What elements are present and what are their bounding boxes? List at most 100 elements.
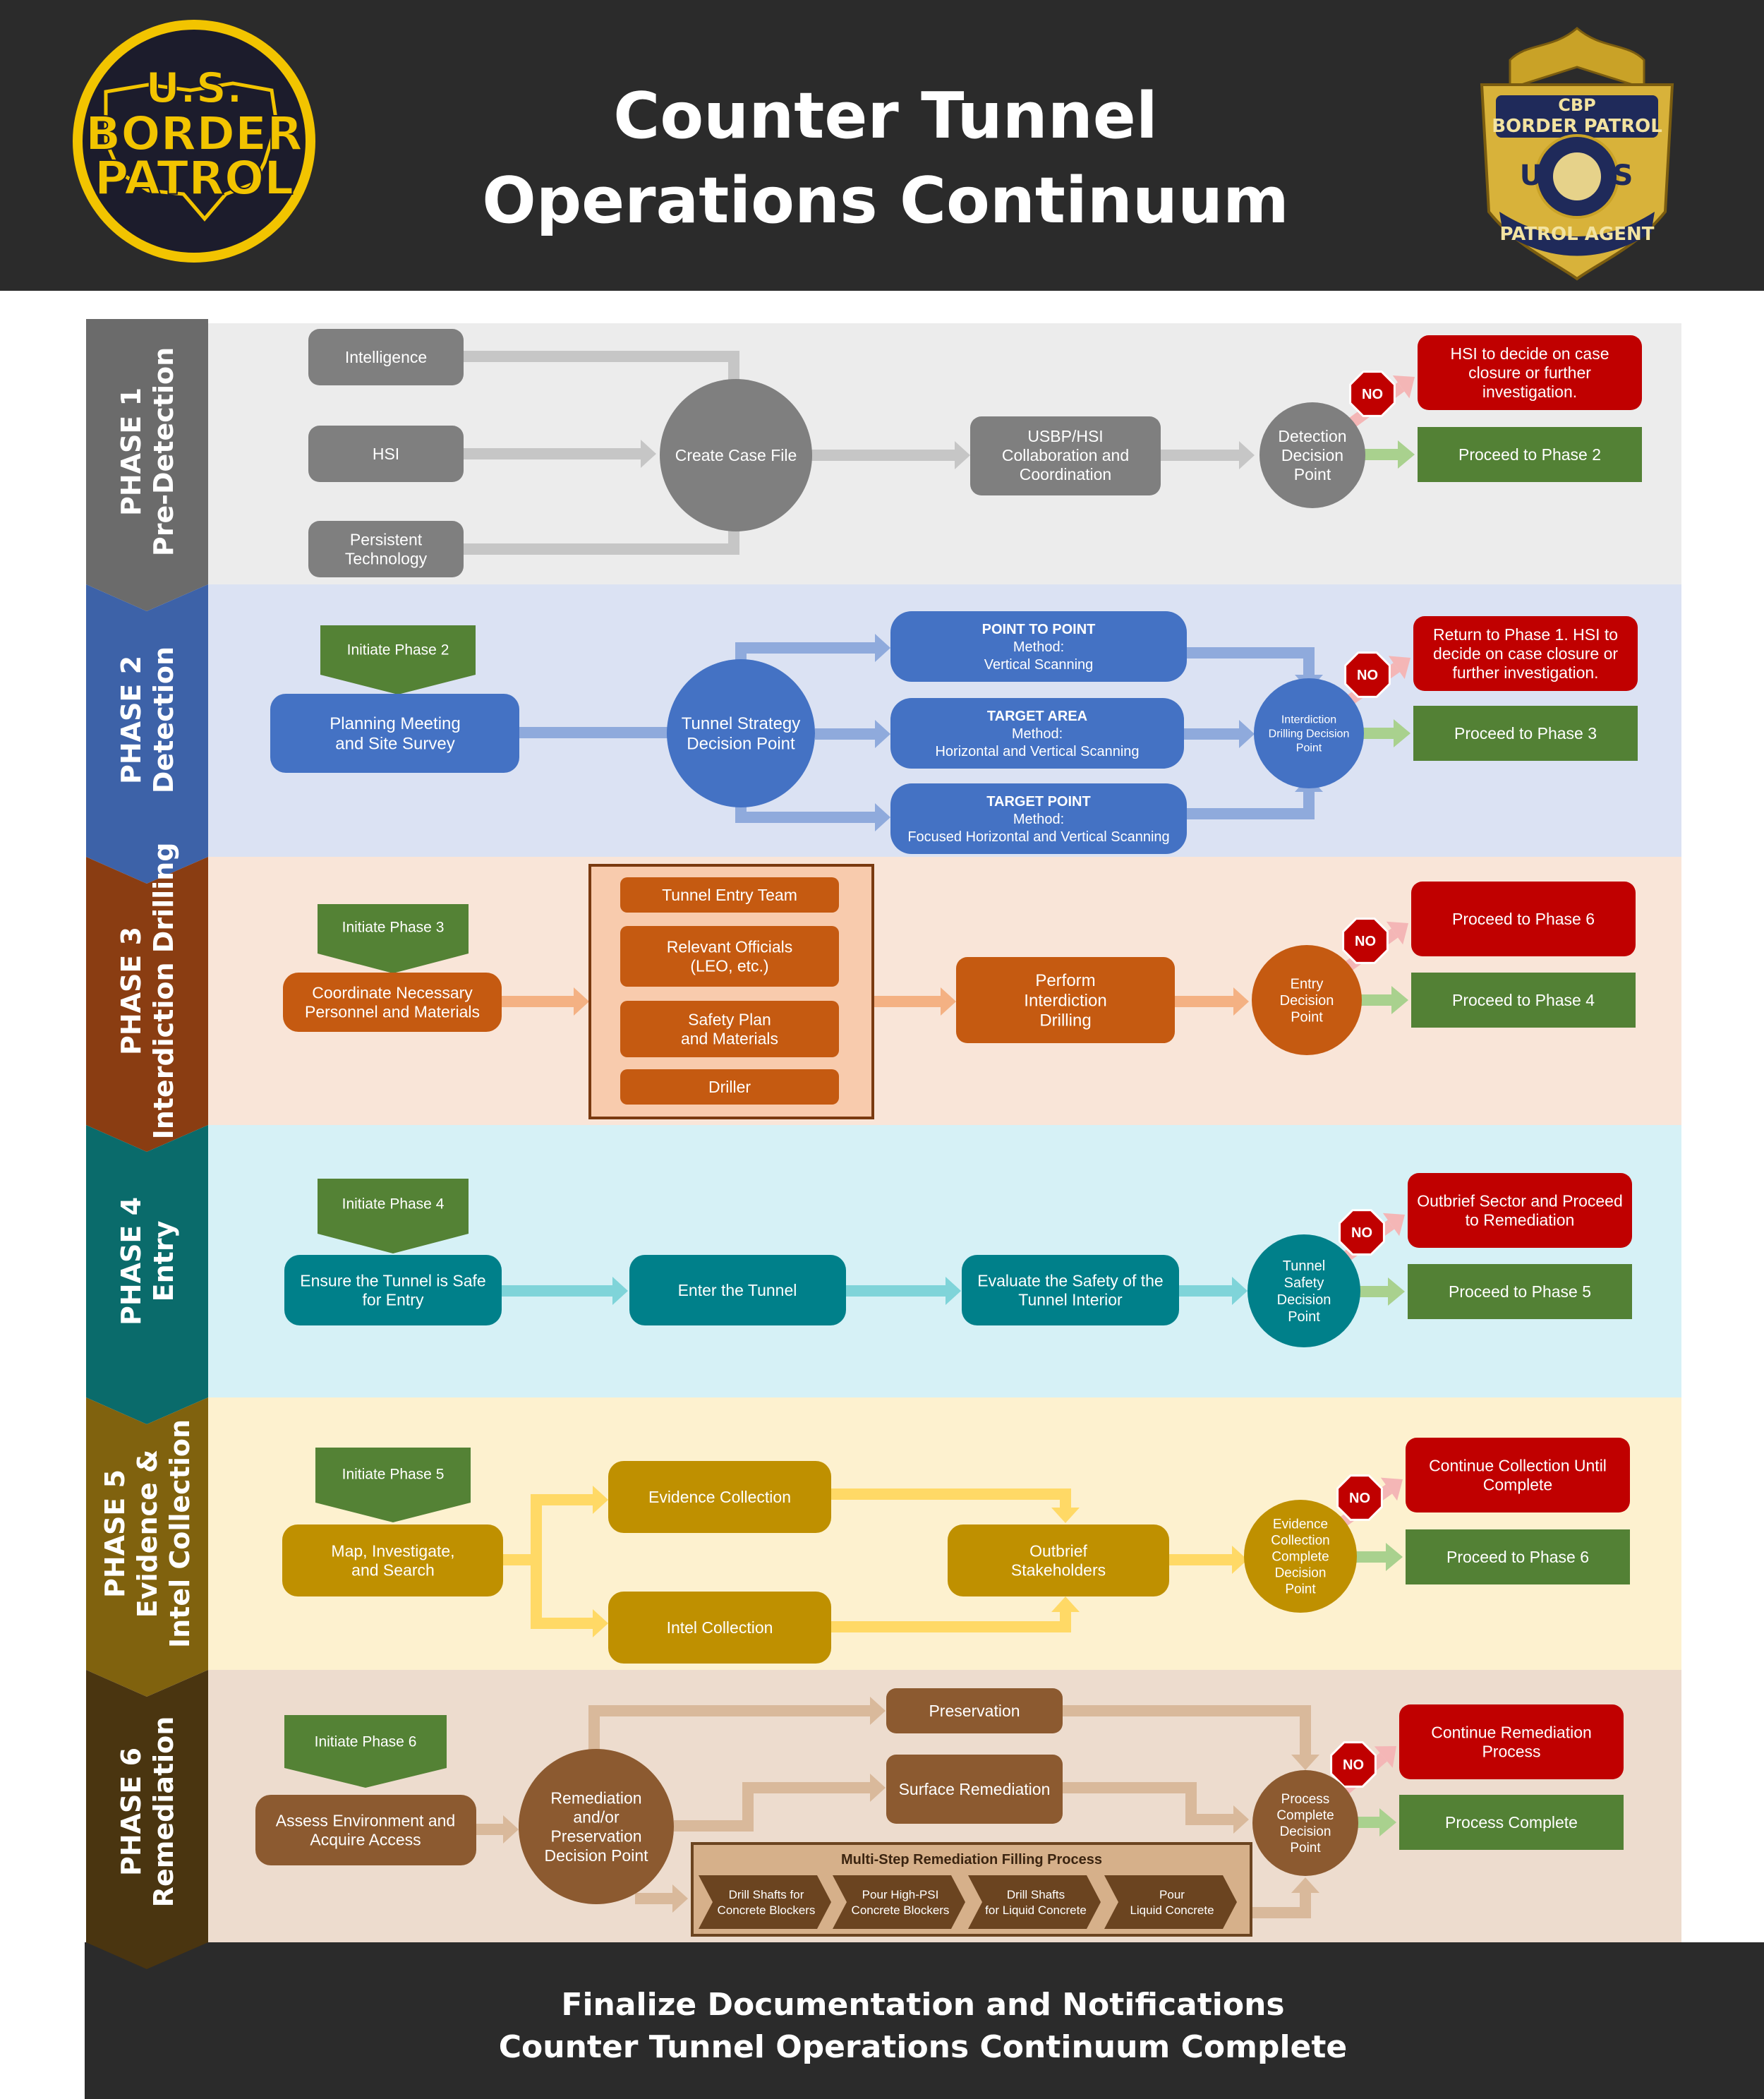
- badge-text: U: [1520, 160, 1542, 192]
- p2-arrow-targetpoint-head: [875, 803, 890, 831]
- phase1-no-octagon-shape: [1349, 371, 1396, 417]
- phase6-chevron: [86, 1670, 208, 1969]
- p4-arrow-ensure: [501, 1277, 628, 1305]
- p5-evidence-text: Evidence Collection: [648, 1488, 791, 1506]
- p4-arrow-evaluate: [1178, 1277, 1248, 1305]
- phase5-no-octagon: NO: [1336, 1474, 1383, 1521]
- p6-step-3-text-line: for Liquid Concrete: [985, 1903, 1087, 1917]
- phase6-yes-result-text: Process Complete: [1445, 1813, 1578, 1832]
- p6-arrow-surf-out-shaft: [1062, 1782, 1233, 1825]
- p3-safety: [620, 1001, 839, 1057]
- p2-decision-text-line: Drilling Decision: [1269, 728, 1350, 740]
- p4-ensure-text-line: for Entry: [363, 1291, 424, 1309]
- p3-safety-text-line: Safety Plan: [688, 1010, 771, 1028]
- phase1-yes-arrow-head: [1398, 440, 1415, 469]
- p5-map: [282, 1524, 503, 1596]
- footer-line: Finalize Documentation and Notifications: [561, 1987, 1284, 2023]
- p6-remediation-dp-text-line: Remediation: [550, 1788, 641, 1807]
- p6-multistep-title: Multi-Step Remediation Filling Process: [841, 1852, 1102, 1868]
- p4-decision-text-line: Point: [1288, 1309, 1320, 1325]
- phase1-yes-arrow: [1362, 440, 1415, 469]
- p2-target-area-text-line: Horizontal and Vertical Scanning: [935, 744, 1139, 759]
- phase-label-line: Interdiction Drilling: [148, 843, 179, 1140]
- p6-step-4-text-line: Pour: [1159, 1888, 1185, 1901]
- phase4-no-result-text-line: to Remediation: [1466, 1211, 1575, 1229]
- p3-driller: [620, 1069, 839, 1105]
- phase3-no-arrow-head: [1386, 921, 1408, 945]
- p3-team-text: Tunnel Entry Team: [662, 886, 797, 904]
- p6-remediation-dp-text-line: Preservation: [550, 1827, 641, 1846]
- phase-label-line: Evidence &: [132, 1450, 163, 1618]
- p6-arrow-assess-head: [503, 1815, 519, 1844]
- p6-remediation-dp-text-line: and/or: [573, 1808, 620, 1826]
- p5-initiate-text: Initiate Phase 5: [342, 1466, 445, 1482]
- p3-arrow-team: [874, 987, 956, 1016]
- p2-p2p-text-line: Method:: [1013, 639, 1064, 655]
- p6-step-3: [968, 1875, 1101, 1929]
- p3-officials-text: Relevant Officials(LEO, etc.): [667, 937, 793, 975]
- p6-multistep-title-line: Multi-Step Remediation Filling Process: [841, 1852, 1102, 1868]
- p3-team-text-line: Tunnel Entry Team: [662, 886, 797, 904]
- p1-intelligence: [308, 329, 464, 385]
- phase4-no-octagon-shape: [1339, 1209, 1385, 1256]
- p5-map-text-line: Map, Investigate,: [331, 1541, 454, 1560]
- p5-outbrief-text-line: Outbrief: [1029, 1541, 1087, 1560]
- p4-evaluate-text-line: Evaluate the Safety of the: [977, 1271, 1163, 1289]
- p2-arrow-targetarea: [815, 720, 890, 748]
- p6-step-4-text-line: Liquid Concrete: [1130, 1903, 1214, 1917]
- p6-step-2: [833, 1875, 965, 1929]
- phase5-no-arrow-head: [1380, 1477, 1403, 1501]
- p6-arrow-pres-out: [1062, 1705, 1319, 1770]
- p6-decision-text-line: Process: [1281, 1792, 1330, 1807]
- phase2-no-octagon-shape: [1344, 651, 1391, 698]
- p4-arrow-enter: [845, 1277, 961, 1305]
- p5-decision-text-line: Complete: [1271, 1550, 1329, 1565]
- badge-banner: [1496, 95, 1658, 138]
- p1-decision-text-line: Point: [1294, 465, 1331, 483]
- p6-preservation: [886, 1688, 1063, 1733]
- p5-arrow-evidence-out-head: [1051, 1508, 1080, 1523]
- p3-decision-text-line: Decision: [1280, 993, 1334, 1009]
- p4-enter-text-line: Enter the Tunnel: [678, 1281, 797, 1299]
- phase1-no-result-text-line: HSI to decide on case: [1450, 344, 1609, 363]
- phase2-yes-result-text: Proceed to Phase 3: [1454, 724, 1597, 742]
- p3-decision: [1252, 945, 1362, 1055]
- p5-decision-text-line: Collection: [1271, 1534, 1329, 1548]
- p2-target-area-text-line: TARGET AREA: [987, 709, 1087, 724]
- p2-arrow-tp-out-shaft: [1185, 792, 1315, 819]
- p1-collab-text-line: Collaboration and: [1002, 446, 1129, 464]
- logo-map-outline: [104, 81, 279, 222]
- p6-surface-text-line: Surface Remediation: [899, 1780, 1051, 1798]
- badge-text: CBP: [1558, 95, 1596, 115]
- phase1-no-octagon: NO: [1349, 371, 1396, 417]
- phase2-no-octagon: NO: [1344, 651, 1391, 698]
- p5-arrow-outbrief-head: [1232, 1546, 1248, 1574]
- p1-hsi: [308, 426, 464, 482]
- p6-arrow-multi-out-head: [1291, 1877, 1319, 1893]
- p6-arrow-multi-out: [1250, 1877, 1319, 1918]
- p1-persistent-text-line: Persistent: [350, 530, 423, 548]
- logo-text: U.S.: [145, 64, 243, 113]
- phase1-no-result-text-line: closure or further: [1468, 363, 1591, 382]
- p1-arrow-collab: [1161, 441, 1255, 469]
- p3-coordinate-text-line: Coordinate Necessary: [312, 983, 473, 1002]
- p3-initiate: [318, 904, 469, 973]
- phase1-no-arrow-head: [1392, 375, 1415, 399]
- p3-team: [620, 877, 839, 913]
- p3-officials-text-line: Relevant Officials: [667, 937, 793, 956]
- p5-map-text-line: and Search: [351, 1561, 435, 1580]
- p5-arrow-intel-out-head: [1051, 1596, 1080, 1612]
- p6-arrow-preservation-head: [870, 1697, 886, 1725]
